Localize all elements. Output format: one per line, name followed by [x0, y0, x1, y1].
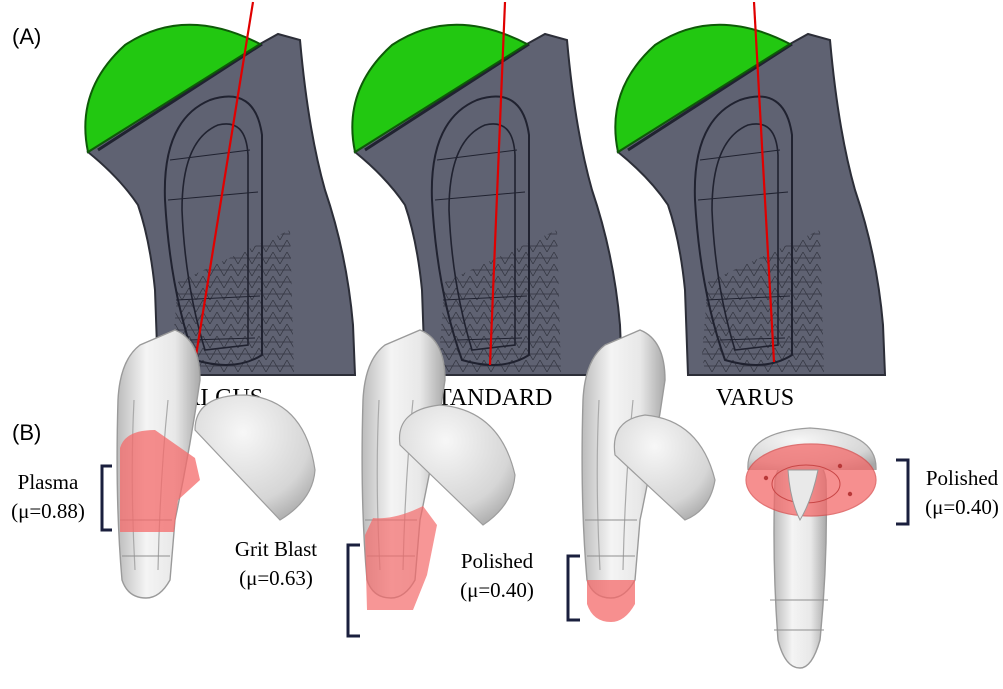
- polished-tip-bracket: [566, 554, 580, 622]
- grit-blast-label: Grit Blast: [235, 537, 317, 561]
- polished-tip-mu: (μ=0.40): [460, 578, 534, 602]
- plasma-coating-region: [120, 430, 200, 532]
- standard-model: [351, 1, 624, 377]
- implant-grit-blast: [361, 329, 516, 610]
- implant-polished-tip: [581, 329, 716, 622]
- panel-a-letter: (A): [12, 24, 41, 49]
- case-label-varus: VARUS: [716, 385, 794, 411]
- polished-tip-region: [587, 580, 635, 622]
- standard-axis-line: [488, 1, 507, 366]
- plasma-bracket: [100, 464, 112, 532]
- valgus-axis-line: [192, 1, 255, 369]
- polished-tip-label: Polished: [461, 549, 534, 573]
- varus-axis-line: [752, 1, 776, 363]
- implant-polished-collar: [745, 427, 877, 669]
- polished-collar-bracket: [896, 458, 910, 526]
- polished-collar-label: Polished: [926, 466, 999, 490]
- plasma-label: Plasma: [18, 470, 79, 494]
- varus-model: [614, 1, 887, 377]
- grit-blast-region: [365, 506, 437, 610]
- plasma-mu: (μ=0.88): [11, 499, 85, 523]
- grit-blast-bracket: [346, 543, 360, 638]
- grit-blast-mu: (μ=0.63): [239, 566, 313, 590]
- polished-collar-mu: (μ=0.40): [925, 495, 999, 519]
- valgus-model: [84, 1, 357, 377]
- panel-b-letter: (B): [12, 420, 41, 445]
- implant-plasma: [116, 329, 316, 599]
